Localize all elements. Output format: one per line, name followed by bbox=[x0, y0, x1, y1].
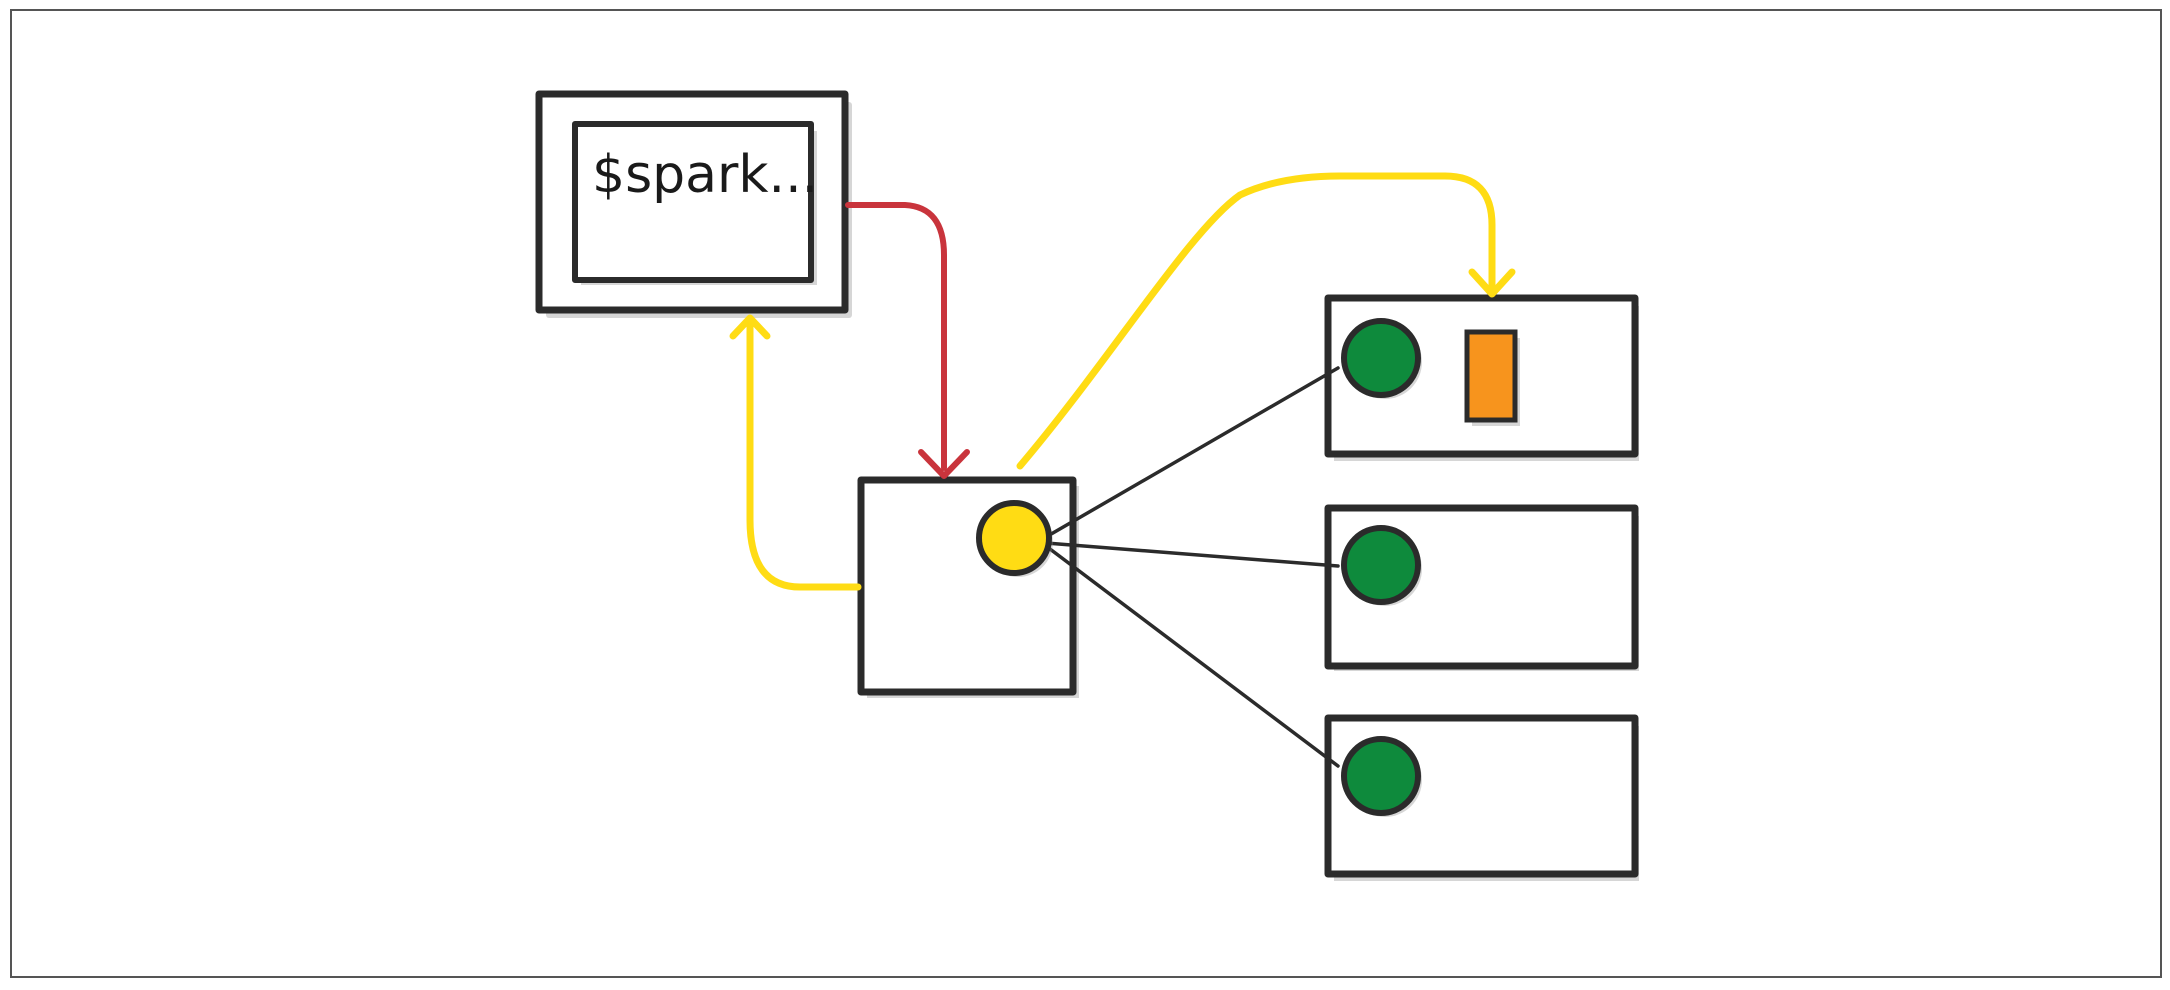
executor-dot-1 bbox=[1341, 318, 1422, 399]
green-circle-icon bbox=[1341, 736, 1421, 816]
terminal-screen bbox=[572, 121, 814, 283]
yellow-circle-icon bbox=[976, 500, 1052, 576]
terminal-command-text: $spark... bbox=[592, 145, 818, 205]
task-block bbox=[1464, 329, 1520, 426]
driver-executor-link-2 bbox=[1044, 541, 1340, 568]
driver-executor-link-3 bbox=[1044, 544, 1340, 768]
result-arrow-to-terminal bbox=[729, 314, 862, 591]
driver-dot bbox=[976, 500, 1053, 577]
figure-frame bbox=[10, 9, 2162, 978]
orange-rectangle-icon bbox=[1464, 329, 1518, 423]
driver-executor-link-1 bbox=[1044, 366, 1340, 539]
executor-dot-3 bbox=[1341, 736, 1422, 817]
task-dispatch-arrow bbox=[1016, 172, 1516, 470]
client-terminal: $spark... bbox=[535, 90, 852, 318]
executor-dot-2 bbox=[1341, 525, 1422, 606]
submit-arrow bbox=[845, 202, 970, 479]
green-circle-icon bbox=[1341, 318, 1421, 398]
driver-node bbox=[857, 476, 1079, 698]
green-circle-icon bbox=[1341, 525, 1421, 605]
